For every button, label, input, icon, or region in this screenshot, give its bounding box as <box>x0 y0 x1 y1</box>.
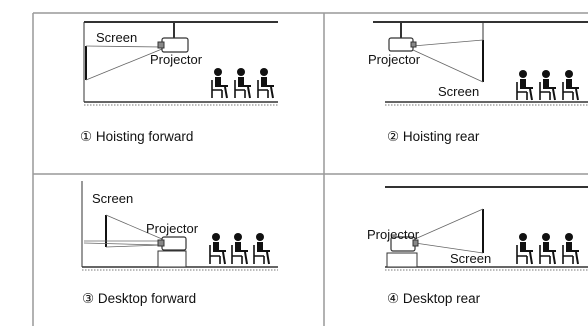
desktop-rear-illustration <box>385 186 588 271</box>
projector-icon <box>390 236 419 252</box>
audience-icon <box>209 233 270 265</box>
audience-icon <box>211 68 274 99</box>
audience-icon <box>516 70 579 101</box>
audience-icon <box>516 233 579 265</box>
desktop-forward-illustration <box>81 181 278 271</box>
screen-label: Screen <box>92 191 134 206</box>
projector-icon <box>157 236 187 251</box>
panel-desktop-rear: Projector Screen ④ Desktop rear <box>325 175 588 326</box>
panel-caption: ④ Desktop rear <box>387 291 481 306</box>
screen-label: Screen <box>438 84 480 99</box>
projector-label: Projector <box>368 52 421 67</box>
hoisting-forward-illustration <box>83 21 278 106</box>
panel-hoisting-rear: Projector Screen ② Hoisting rear <box>325 14 588 173</box>
projector-label: Projector <box>367 227 420 242</box>
screen-label: Screen <box>450 251 492 266</box>
panel-caption: ③ Desktop forward <box>82 291 197 306</box>
panel-hoisting-forward: Screen Projector ① Hoisting forward <box>34 14 323 173</box>
panel-caption: ② Hoisting rear <box>387 129 480 144</box>
projector-label: Projector <box>146 221 199 236</box>
hoisting-rear-illustration <box>373 21 588 106</box>
projector-label: Projector <box>150 52 203 67</box>
projector-icon <box>388 37 417 52</box>
panel-caption: ① Hoisting forward <box>80 129 194 144</box>
panel-desktop-forward: Screen Projector ③ Desktop forward <box>34 175 323 326</box>
projector-icon <box>157 37 189 53</box>
screen-label: Screen <box>96 30 138 45</box>
